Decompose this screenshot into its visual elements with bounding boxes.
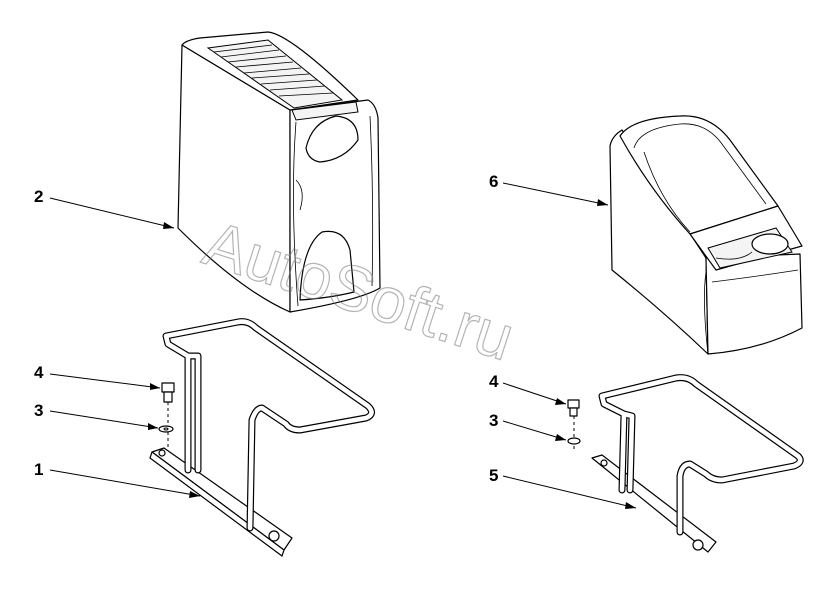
armrest-box-short [609,115,803,355]
washer-left [158,425,174,433]
callout-6: 6 [489,172,498,191]
callout-4-right: 4 [489,372,499,391]
bolt-left [161,382,175,450]
washer-right [567,437,581,445]
lid-grille-slats [213,44,334,97]
callout-4-left: 4 [34,363,44,382]
callout-2: 2 [34,187,43,206]
callout-1: 1 [34,460,43,479]
bolt-right [567,399,580,450]
bracket-left [149,318,375,557]
leader-lines [49,182,637,509]
callout-5: 5 [489,466,498,485]
callout-3-left: 3 [34,401,43,420]
armrest-box-tall [177,31,381,313]
bracket-right [591,374,804,553]
callout-3-right: 3 [489,411,498,430]
